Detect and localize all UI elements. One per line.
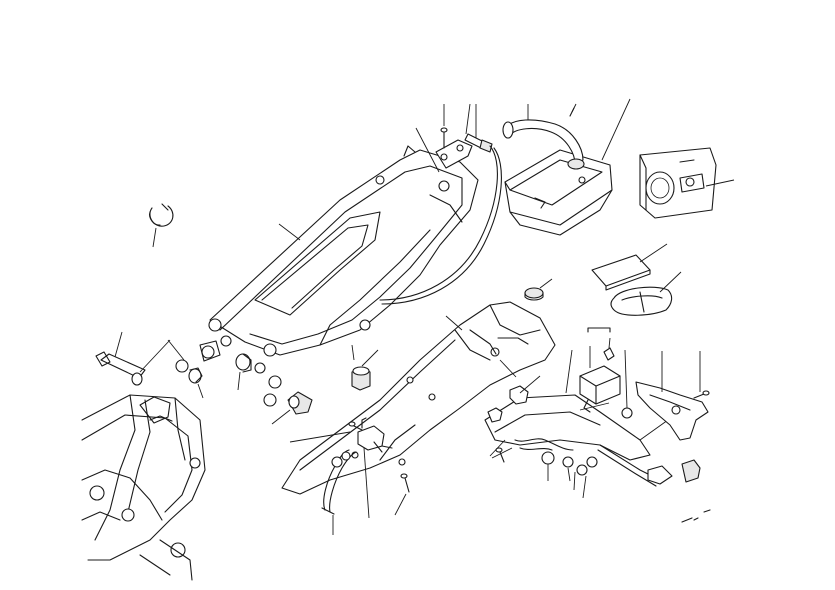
document-pouch (591, 243, 668, 291)
relay-unit (579, 327, 633, 419)
rear-subframe (199, 127, 479, 407)
reflector-bracket (635, 351, 710, 441)
ground-cable (321, 449, 357, 535)
battery-tray (502, 98, 631, 236)
tool-roll (610, 271, 682, 316)
bushings (235, 353, 313, 425)
top-bracket-screws (379, 103, 502, 305)
mounting-screw (348, 421, 410, 516)
cable-terminal-block (289, 417, 393, 519)
hose-clamp (149, 203, 174, 248)
wiring-harness (491, 438, 598, 499)
rear-undertray (281, 301, 556, 495)
main-frame-section (81, 394, 206, 581)
seat-lock-assembly (639, 147, 735, 219)
license-plate-holder (484, 349, 711, 523)
rubber-grommet (524, 278, 553, 301)
rubber-buffer (351, 344, 379, 391)
bolt-and-washers (95, 331, 204, 399)
